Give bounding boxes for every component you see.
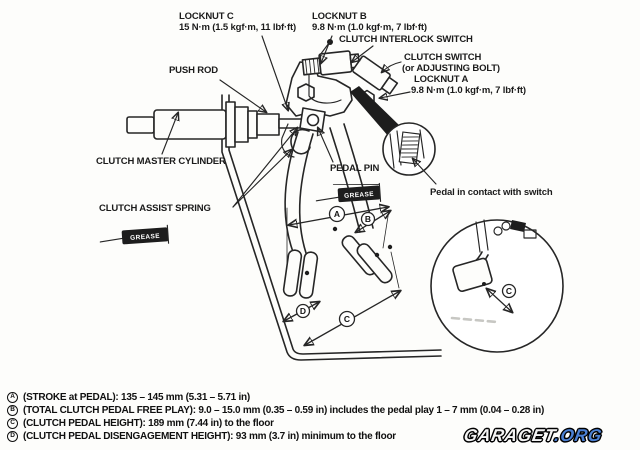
watermark-suffix: .ORG [553,426,604,445]
pedal-bracket [285,61,353,117]
circled-a: A [7,392,18,403]
master-cylinder-leader [161,113,178,155]
grease-label: GREASE [130,233,161,242]
inset-dimension-c-arrow [487,289,512,312]
locknut-c-label: LOCKNUT C [179,11,234,22]
locknut-b-leader [321,35,333,63]
spec-text-pedal-height: (CLUTCH PEDAL HEIGHT): 189 mm (7.44 in) … [23,418,274,429]
screw-icon [319,42,330,56]
grease-icon-right: GREASE [315,182,382,203]
spec-text-disengagement: (CLUTCH PEDAL DISENGAGEMENT HEIGHT): 93 … [23,431,396,442]
clutch-switch-leader [382,61,402,72]
grease-label: GREASE [344,191,375,200]
locknut-a-torque: 9.8 N·m (1.0 kgf·m, 7 lbf·ft) [411,85,526,96]
assist-spring-leader-2 [232,128,297,208]
locknut-c-leader [261,35,288,110]
grease-icon-left: GREASE [99,224,170,245]
dimension-c-marker: C [344,314,350,324]
garaget-watermark: GARAGET.ORG [462,426,604,446]
assist-spring-label: CLUTCH ASSIST SPRING [99,203,211,214]
dimension-lines: A B C D [284,207,400,346]
circled-d: D [7,431,18,442]
locknut-b-label: LOCKNUT B [312,11,367,22]
specification-list: A (STROKE at PEDAL): 135 – 145 mm (5.31 … [7,391,544,443]
interlock-switch-label: CLUTCH INTERLOCK SWITCH [339,34,473,45]
locknut-b-torque: 9.8 N·m (1.0 kgf·m, 7 lbf·ft) [312,22,427,33]
spec-line-disengagement: D (CLUTCH PEDAL DISENGAGEMENT HEIGHT): 9… [7,430,544,443]
contact-pointer-arrow [413,159,437,185]
pedal-pin-label: PEDAL PIN [330,163,380,174]
circled-c: C [7,418,18,429]
pedal-height-inset: C [430,219,564,353]
interlock-switch-leader [352,45,374,62]
spec-line-free-play: B (TOTAL CLUTCH PEDAL FREE PLAY): 9.0 – … [7,404,544,417]
clutch-switch-label: CLUTCH SWITCH [404,52,482,63]
inset-dimension-c-marker: C [506,286,512,296]
pedal-pin-drawing [306,113,320,127]
locknut-a-label: LOCKNUT A [414,74,469,85]
leader-lines [161,35,411,208]
switch-contact-inset [382,122,437,185]
pedal-pin-leader [318,128,334,163]
watermark-main: GARAGET [462,426,557,445]
dimension-b-marker: B [365,214,371,224]
master-cylinder-label: CLUTCH MASTER CYLINDER [96,156,226,167]
spec-line-stroke: A (STROKE at PEDAL): 135 – 145 mm (5.31 … [7,391,544,404]
locknut-c-torque: 15 N·m (1.5 kgf·m, 11 lbf·ft) [179,22,297,33]
assist-spring-leader-1 [232,150,291,208]
dimension-d-marker: D [300,306,306,316]
clutch-switch-drawing [352,55,399,95]
clutch-switch-alt-label: (or ADJUSTING BOLT) [402,63,500,74]
push-rod-leader [219,79,266,112]
clutch-master-cylinder-drawing [126,101,326,148]
spec-line-pedal-height: C (CLUTCH PEDAL HEIGHT): 189 mm (7.44 in… [7,417,544,430]
spec-text-free-play: (TOTAL CLUTCH PEDAL FREE PLAY): 9.0 – 15… [23,405,545,416]
spec-text-stroke: (STROKE at PEDAL): 135 – 145 mm (5.31 – … [23,392,250,403]
firewall-floor-outline [221,94,442,361]
dimension-a-marker: A [334,209,340,219]
clutch-interlock-switch-drawing [301,50,361,76]
push-rod-label: PUSH ROD [169,65,218,76]
pedal-contact-label: Pedal in contact with switch [430,187,553,198]
circled-b: B [7,405,18,416]
locknut-a-leader [380,91,411,98]
clutch-pedal-pressed [282,131,319,299]
